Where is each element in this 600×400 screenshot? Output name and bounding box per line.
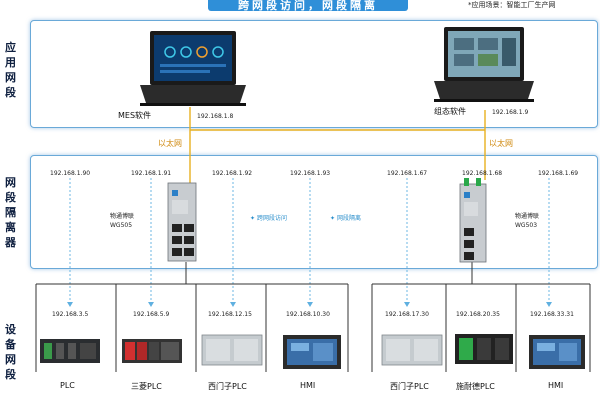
device-name: 西门子PLC bbox=[208, 382, 247, 391]
device-name: PLC bbox=[60, 381, 75, 390]
laptop-left-ip: 192.168.1.8 bbox=[197, 113, 234, 120]
gateway-ip: 192.168.1.69 bbox=[538, 170, 579, 177]
device-name: 施耐德PLC bbox=[456, 382, 495, 391]
gateway-right-model: WG503 bbox=[515, 222, 538, 229]
ethernet-label-left: 以太网 bbox=[158, 139, 182, 148]
arrow-heads bbox=[67, 302, 552, 307]
gateway-ip: 192.168.1.67 bbox=[387, 170, 428, 177]
hint-isolation-text: 网段隔离 bbox=[336, 215, 361, 222]
gateway-ip: 192.168.1.91 bbox=[131, 170, 172, 177]
layer-label-app: 应用网段 bbox=[5, 41, 16, 99]
gateway-wg505-icon bbox=[167, 182, 197, 262]
device-ip: 192.168.10.30 bbox=[286, 311, 330, 318]
device-ip: 192.168.5.9 bbox=[133, 311, 170, 318]
gateway-layer-panel bbox=[30, 155, 598, 269]
device-bus-lines bbox=[35, 262, 591, 372]
laptop-right-name: 组态软件 bbox=[434, 107, 466, 116]
device-ip: 192.168.20.35 bbox=[456, 311, 500, 318]
dashed-links bbox=[69, 178, 550, 302]
device-name: 西门子PLC bbox=[390, 382, 429, 391]
device-ip: 192.168.12.15 bbox=[208, 311, 252, 318]
gateway-ip: 192.168.1.92 bbox=[212, 170, 253, 177]
layer-label-gateway: 网段隔离器 bbox=[5, 176, 16, 249]
siemens-plc-icon bbox=[201, 334, 263, 366]
plc-icon bbox=[40, 339, 100, 363]
gateway-ip: 192.168.1.90 bbox=[50, 170, 91, 177]
ethernet-label-right: 以太网 bbox=[489, 139, 513, 148]
device-ip: 192.168.33.31 bbox=[530, 311, 574, 318]
page-title: 跨网段访问，网段隔离 bbox=[208, 0, 408, 11]
layer-label-device: 设备网段 bbox=[5, 323, 16, 381]
gateway-ip: 192.168.1.93 bbox=[290, 170, 331, 177]
hmi-2-icon bbox=[529, 335, 585, 369]
device-name: 三菱PLC bbox=[131, 382, 162, 391]
hint-isolation: ✦ 网段隔离 bbox=[330, 215, 361, 222]
gateway-left-model: WG505 bbox=[110, 222, 133, 229]
scenario-note: *应用场景：智能工厂生产网 bbox=[468, 1, 556, 9]
laptop-left-name: MES软件 bbox=[118, 111, 152, 120]
siemens-plc-2-icon bbox=[381, 334, 443, 366]
device-ip: 192.168.17.30 bbox=[385, 311, 429, 318]
gateway-left-brand: 物通博联 bbox=[110, 213, 135, 220]
schneider-plc-icon bbox=[455, 334, 513, 364]
laptop-right-icon bbox=[434, 27, 534, 102]
laptop-left-icon bbox=[140, 31, 246, 106]
device-name: HMI bbox=[548, 381, 564, 390]
device-name: HMI bbox=[300, 381, 316, 390]
laptop-right-ip: 192.168.1.9 bbox=[492, 109, 529, 116]
hmi-icon bbox=[283, 335, 341, 369]
device-ip: 192.168.3.5 bbox=[52, 311, 89, 318]
ethernet-lines bbox=[189, 107, 486, 183]
gateway-right-brand: 物通博联 bbox=[515, 213, 540, 220]
hint-cross-text: 跨网段访问 bbox=[256, 215, 287, 222]
gateway-ip: 192.168.1.68 bbox=[462, 170, 503, 177]
mitsubishi-plc-icon bbox=[122, 339, 182, 363]
gateway-wg503-icon bbox=[459, 178, 487, 263]
hint-cross-segment: ✦ 跨网段访问 bbox=[250, 215, 287, 222]
